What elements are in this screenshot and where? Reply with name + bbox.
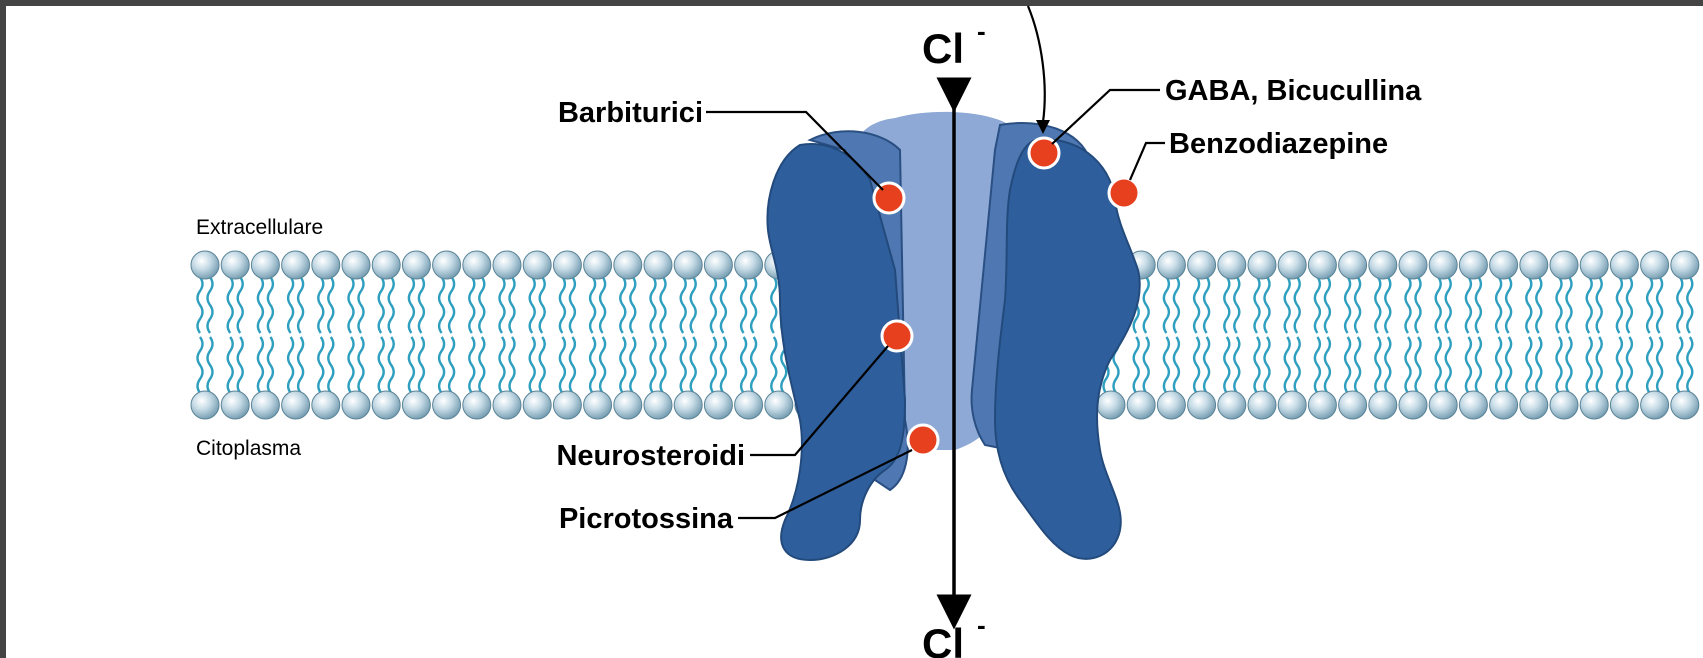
lipid-head (402, 391, 430, 419)
lipid-head (553, 391, 581, 419)
gaba-label: GABA, Bicucullina (1165, 75, 1422, 107)
lipid-head (1671, 251, 1699, 279)
lipid-head (402, 251, 430, 279)
lipid-head (372, 251, 400, 279)
lipid-head (1520, 391, 1548, 419)
lipid-head (644, 251, 672, 279)
chloride-ion-bottom-charge: - (977, 610, 986, 640)
lipid-head (1308, 391, 1336, 419)
lipid-head (1218, 391, 1246, 419)
lipid-head (1610, 391, 1638, 419)
binding-site-benzodiazepines (1109, 178, 1139, 208)
lipid-head (1248, 251, 1276, 279)
lipid-head (191, 391, 219, 419)
lipid-head (1399, 251, 1427, 279)
lipid-head (1188, 251, 1216, 279)
lipid-head (1429, 251, 1457, 279)
lipid-head (523, 251, 551, 279)
lipid-head (1490, 391, 1518, 419)
lipid-head (1157, 391, 1185, 419)
chloride-ion-bottom-label: Cl (922, 620, 964, 658)
lipid-head (342, 391, 370, 419)
neurosteroids-label: Neurosteroidi (556, 440, 745, 472)
lipid-head (1580, 251, 1608, 279)
lipid-head (1580, 391, 1608, 419)
lipid-head (282, 251, 310, 279)
lipid-head (433, 391, 461, 419)
lipid-head (221, 391, 249, 419)
lipid-head (1278, 391, 1306, 419)
chloride-ion-top-label: Cl (922, 25, 964, 72)
lipid-head (493, 391, 521, 419)
lipid-head (735, 251, 763, 279)
lipid-head (614, 251, 642, 279)
binding-site-barbiturates (874, 183, 904, 213)
lipid-head (1188, 391, 1216, 419)
lipid-head (584, 251, 612, 279)
lipid-head (251, 251, 279, 279)
lipid-head (1157, 251, 1185, 279)
lipid-head (765, 391, 793, 419)
lipid-head (463, 391, 491, 419)
lipid-head (644, 391, 672, 419)
lipid-head (342, 251, 370, 279)
lipid-head (251, 391, 279, 419)
lipid-head (704, 391, 732, 419)
lipid-head (1671, 391, 1699, 419)
lipid-head (1550, 251, 1578, 279)
lipid-head (1520, 251, 1548, 279)
binding-site-picrotoxin (908, 425, 938, 455)
lipid-head (704, 251, 732, 279)
barbiturates-label: Barbiturici (558, 97, 703, 129)
lipid-head (1369, 251, 1397, 279)
lipid-head (1490, 251, 1518, 279)
cytoplasm-label: Citoplasma (196, 437, 301, 460)
lipid-head (312, 251, 340, 279)
lipid-head (584, 391, 612, 419)
lipid-head (674, 391, 702, 419)
lipid-head (1641, 391, 1669, 419)
lipid-head (1339, 391, 1367, 419)
picrotoxin-label: Picrotossina (559, 503, 734, 535)
lipid-head (1459, 391, 1487, 419)
lipid-head (282, 391, 310, 419)
lipid-head (1339, 251, 1367, 279)
lipid-head (1308, 251, 1336, 279)
benzodiazepines-label: Benzodiazepine (1169, 128, 1388, 160)
lipid-head (221, 251, 249, 279)
lipid-head (1641, 251, 1669, 279)
extracellular-label: Extracellulare (196, 216, 323, 239)
lipid-head (1097, 391, 1125, 419)
lipid-head (1248, 391, 1276, 419)
lipid-head (674, 251, 702, 279)
lipid-head (1610, 251, 1638, 279)
lipid-head (1429, 391, 1457, 419)
lipid-head (1127, 391, 1155, 419)
lipid-head (1218, 251, 1246, 279)
lipid-head (493, 251, 521, 279)
lipid-head (553, 251, 581, 279)
lipid-head (191, 251, 219, 279)
lipid-head (312, 391, 340, 419)
lipid-head (1399, 391, 1427, 419)
lipid-head (735, 391, 763, 419)
lipid-head (372, 391, 400, 419)
lipid-head (1278, 251, 1306, 279)
lipid-head (1369, 391, 1397, 419)
lipid-head (1459, 251, 1487, 279)
lipid-head (463, 251, 491, 279)
lipid-head (523, 391, 551, 419)
chloride-ion-top-charge: - (977, 16, 986, 46)
lipid-head (1550, 391, 1578, 419)
lipid-head (433, 251, 461, 279)
lipid-head (614, 391, 642, 419)
